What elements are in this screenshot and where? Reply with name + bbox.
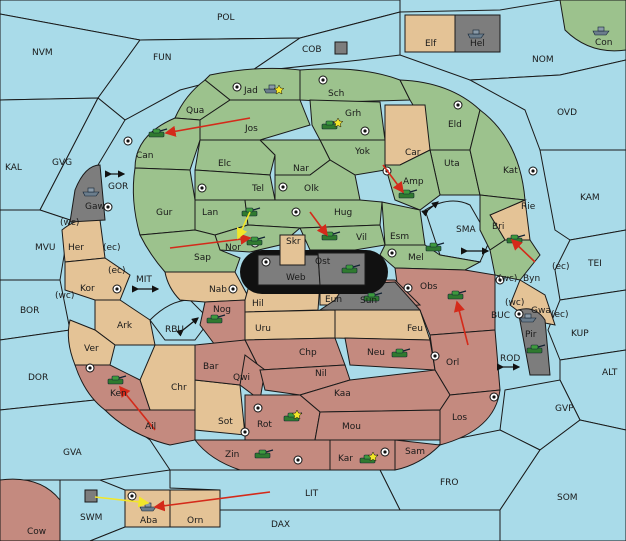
terr-her[interactable]: [61, 218, 106, 263]
supply-center-icon: [103, 202, 113, 212]
terr-ail[interactable]: [103, 409, 196, 446]
terr-mou[interactable]: [314, 409, 441, 441]
supply-center-icon: [528, 166, 538, 176]
supply-center-icon: [291, 207, 301, 217]
terr-sot[interactable]: [194, 379, 246, 436]
units: [82, 26, 610, 512]
label-byn: Byn: [523, 274, 540, 284]
supply-center-icon: [403, 283, 413, 293]
supply-center-icon: [123, 136, 133, 146]
terr-ver[interactable]: [67, 319, 116, 366]
move-arrow: [453, 300, 469, 346]
order-arrows: [94, 117, 536, 512]
terr-chp[interactable]: [244, 337, 346, 371]
terr-gur[interactable]: [132, 167, 196, 236]
move-arrow: [164, 117, 251, 137]
cob-marker: [334, 41, 348, 55]
swm-marker: [84, 489, 98, 503]
move-arrow: [510, 238, 536, 263]
supply-center-icon: [85, 363, 95, 373]
double-arrow-icon: [421, 201, 439, 217]
sea-KUP[interactable]: [547, 289, 626, 361]
link-arrows: [105, 170, 521, 371]
move-arrow: [382, 164, 404, 194]
terr-hug[interactable]: [244, 199, 383, 229]
sea-OVD[interactable]: [468, 59, 626, 151]
supply-center-icon: [278, 182, 288, 192]
star-icon: [291, 409, 303, 420]
terr-uru[interactable]: [244, 309, 336, 341]
star-icon: [332, 117, 344, 128]
star-icon: [273, 84, 285, 95]
support-arrow: [236, 211, 251, 240]
supply-center-icon: [489, 392, 499, 402]
terr-sch[interactable]: [299, 68, 411, 103]
terr-neu[interactable]: [344, 337, 436, 371]
label-her-ec: (ec): [103, 243, 121, 253]
sea-MVU[interactable]: [0, 209, 71, 281]
supply-center-icon: [228, 284, 238, 294]
label-rod: ROD: [500, 354, 520, 364]
supply-center-icon: [360, 126, 370, 136]
terr-nab[interactable]: [164, 271, 251, 303]
terr-tel[interactable]: [194, 169, 276, 201]
supply-center-icon: [514, 309, 524, 319]
supply-center-icon: [240, 427, 250, 437]
terr-sap[interactable]: [139, 229, 241, 273]
supply-center-icon: [430, 351, 440, 361]
move-arrow: [309, 211, 328, 237]
support-arrow: [94, 496, 150, 508]
supply-center-icon: [387, 248, 397, 258]
sea-TEI[interactable]: [554, 229, 626, 301]
terr-grh[interactable]: [309, 99, 386, 141]
label-mit: MIT: [136, 275, 152, 285]
sea-KAM[interactable]: [539, 149, 626, 241]
supply-center-icon: [495, 275, 505, 285]
terr-chr[interactable]: [139, 344, 196, 411]
supply-center-icon: [232, 82, 242, 92]
terr-vil[interactable]: [299, 224, 386, 251]
terr-feu[interactable]: [334, 309, 431, 341]
terr-cow[interactable]: [0, 478, 61, 541]
terr-ken[interactable]: [74, 364, 151, 411]
supply-center-icon: [112, 284, 122, 294]
star-icon: [367, 451, 379, 462]
supply-center-icon: [380, 447, 390, 457]
supply-center-icon: [318, 75, 328, 85]
terr-sam[interactable]: [394, 439, 442, 471]
terr-nog[interactable]: [199, 299, 246, 346]
terr-elc[interactable]: [194, 139, 276, 176]
supply-center-icon: [197, 183, 207, 193]
label-gor: GOR: [108, 182, 128, 192]
terr-kor[interactable]: [64, 257, 131, 301]
move-arrow: [153, 491, 271, 512]
supply-center-icon: [293, 455, 303, 465]
tank-icon[interactable]: [425, 242, 445, 252]
special-territories: [69, 0, 626, 503]
move-arrow: [118, 385, 156, 431]
supply-center-icon: [127, 491, 137, 501]
terr-pir[interactable]: [517, 308, 551, 376]
terr-can[interactable]: [134, 117, 201, 171]
supply-center-icon: [253, 403, 263, 413]
green-territories: [132, 67, 541, 281]
double-arrow-icon: [176, 317, 199, 337]
terr-kat[interactable]: [469, 109, 526, 201]
move-arrow: [169, 233, 252, 249]
sea-COB[interactable]: [249, 11, 401, 73]
terr-orn[interactable]: [169, 489, 221, 528]
supply-center-icon: [261, 257, 271, 267]
supply-center-icon: [453, 100, 463, 110]
terr-elf[interactable]: [404, 14, 456, 53]
